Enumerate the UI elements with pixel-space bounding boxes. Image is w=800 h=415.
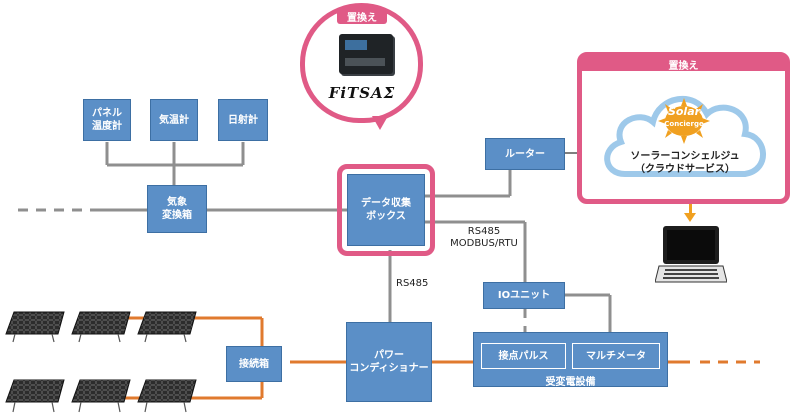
solar-concierge-logo-icon [658, 98, 710, 144]
callout-pointer [372, 116, 388, 130]
contact-pulse-box: 接点パルス [481, 343, 566, 369]
panel-thermometer-box: パネル 温度計 [83, 99, 131, 141]
solar-panel-icons [5, 311, 197, 413]
air-thermometer-box: 気温計 [150, 99, 198, 141]
rs485-label: RS485 [396, 278, 429, 289]
cloud-arrow-shaft [689, 204, 692, 214]
multimeter-box: マルチメータ [572, 343, 660, 369]
product-name: FiTSAΣ [328, 84, 396, 102]
device-panel-icon [345, 40, 367, 50]
junction-box: 接続箱 [226, 346, 282, 382]
pyranometer-box: 日射計 [218, 99, 268, 141]
power-conditioner-box: パワー コンディショナー [346, 322, 432, 402]
replace-label-top: 置換え [337, 8, 387, 24]
cloud-panel [577, 52, 790, 204]
solar-panel-row-1 [5, 311, 197, 343]
rs485-modbus-label: RS485 MODBUS/RTU [450, 226, 518, 249]
solar-panel-row-2 [5, 379, 197, 413]
logo-text-solar: Solar [667, 105, 701, 118]
laptop-icon [655, 226, 727, 283]
io-unit-box: IOユニット [483, 282, 565, 309]
router-box: ルーター [485, 138, 565, 170]
device-ports-icon [345, 58, 385, 66]
data-box-highlight [337, 164, 435, 256]
cloud-arrow-head [684, 213, 696, 222]
device-image [333, 28, 399, 78]
data-collection-box: データ収集 ボックス [347, 174, 425, 246]
substation-label: 受変電設備 [545, 377, 596, 388]
replace-label-cloud: 置換え [582, 57, 785, 72]
weather-converter-box: 気象 変換箱 [147, 185, 207, 233]
logo-text-concierge: Concierge [664, 120, 704, 128]
cloud-service-label: ソーラーコンシェルジュ （クラウドサービス） [630, 151, 740, 175]
